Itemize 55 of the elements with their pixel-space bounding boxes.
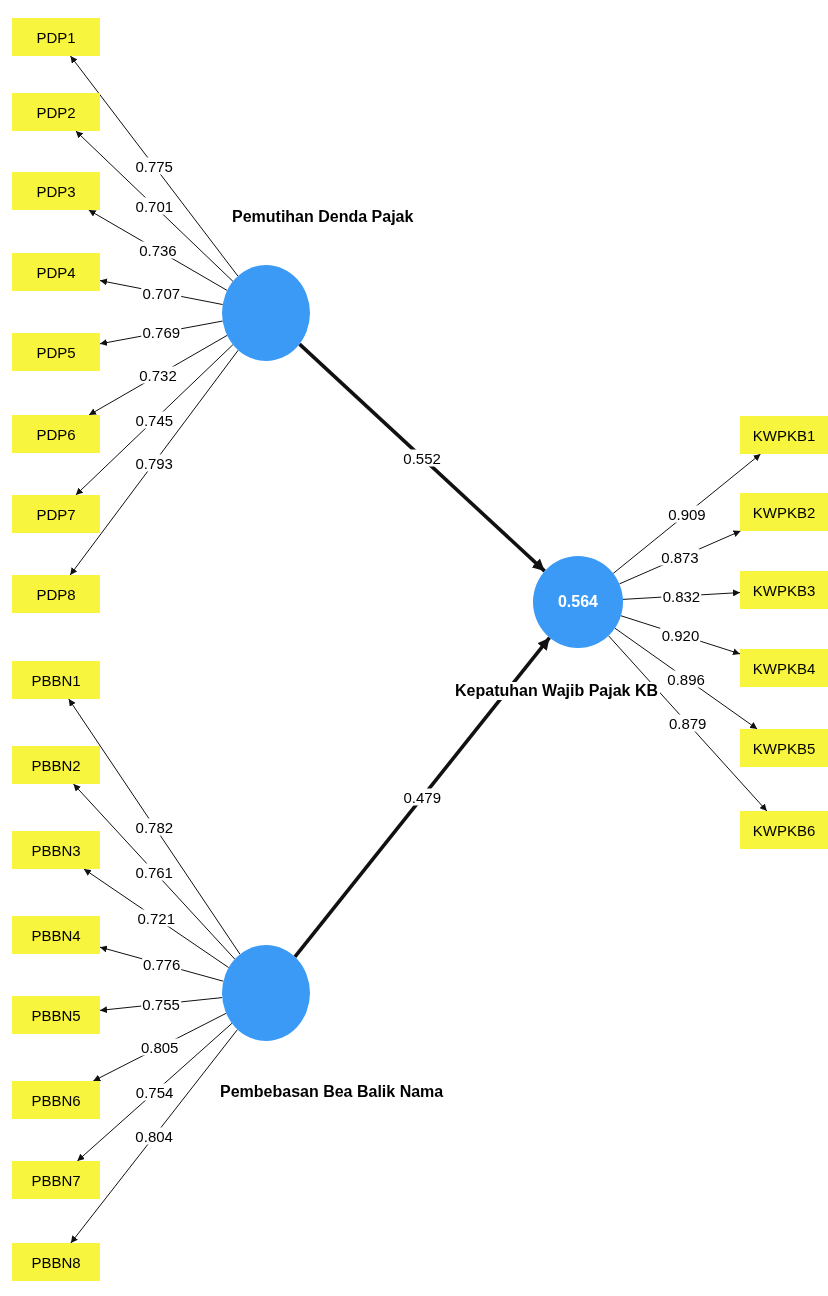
r-squared-value: 0.564 bbox=[557, 593, 598, 611]
edge-label: 0.552 bbox=[402, 449, 442, 467]
indicator-box: PDP3 bbox=[12, 172, 100, 210]
arrow bbox=[76, 1022, 233, 1162]
arrow bbox=[69, 55, 239, 277]
edge-label: 0.775 bbox=[134, 157, 174, 175]
arrow bbox=[68, 698, 241, 955]
edge-label: 0.479 bbox=[402, 788, 442, 806]
arrow bbox=[70, 1029, 238, 1244]
arrow bbox=[75, 344, 234, 496]
edge-label: 0.805 bbox=[139, 1038, 180, 1056]
indicator-box: KWPKB6 bbox=[740, 811, 828, 849]
arrow bbox=[293, 636, 551, 958]
edge-label: 0.793 bbox=[134, 454, 174, 472]
indicator-box: PDP5 bbox=[12, 333, 100, 371]
edge-label: 0.721 bbox=[136, 909, 177, 927]
indicator-box: KWPKB1 bbox=[740, 416, 828, 454]
indicator-box: PBBN8 bbox=[12, 1243, 100, 1281]
edge-label: 0.804 bbox=[134, 1127, 174, 1145]
edge-label: 0.754 bbox=[134, 1083, 175, 1101]
edge-label: 0.701 bbox=[134, 197, 175, 215]
indicator-box: PBBN5 bbox=[12, 996, 100, 1034]
edge-label: 0.782 bbox=[134, 818, 175, 836]
indicator-box: PDP8 bbox=[12, 575, 100, 613]
edge-label: 0.873 bbox=[660, 548, 700, 566]
indicator-box: PBBN6 bbox=[12, 1081, 100, 1119]
indicator-box: PDP4 bbox=[12, 253, 100, 291]
indicator-box: PDP2 bbox=[12, 93, 100, 131]
edge-label: 0.761 bbox=[134, 863, 174, 881]
indicator-box: PDP1 bbox=[12, 18, 100, 56]
edge-label: 0.736 bbox=[138, 241, 178, 259]
edge-label: 0.896 bbox=[666, 670, 706, 688]
indicator-box: PBBN7 bbox=[12, 1161, 100, 1199]
edge-label: 0.745 bbox=[134, 411, 175, 429]
edge-label: 0.909 bbox=[667, 505, 707, 523]
indicator-box: PDP7 bbox=[12, 495, 100, 533]
edge-label: 0.732 bbox=[138, 366, 178, 384]
indicator-box: PBBN4 bbox=[12, 916, 100, 954]
arrow bbox=[73, 783, 236, 960]
arrow bbox=[75, 130, 234, 282]
indicator-box: PBBN3 bbox=[12, 831, 100, 869]
arrow bbox=[298, 342, 546, 573]
indicator-box: KWPKB5 bbox=[740, 729, 828, 767]
indicator-box: KWPKB4 bbox=[740, 649, 828, 687]
arrow bbox=[69, 349, 239, 576]
indicator-box: KWPKB2 bbox=[740, 493, 828, 531]
edge-label: 0.776 bbox=[141, 955, 182, 973]
edge-label: 0.879 bbox=[667, 714, 708, 732]
indicator-box: KWPKB3 bbox=[740, 571, 828, 609]
indicator-box: PBBN1 bbox=[12, 661, 100, 699]
construct-name: Pemutihan Denda Pajak bbox=[230, 208, 416, 226]
indicator-box: PDP6 bbox=[12, 415, 100, 453]
construct-name: Kepatuhan Wajib Pajak KB bbox=[453, 682, 660, 700]
indicator-box: PBBN2 bbox=[12, 746, 100, 784]
edge-label: 0.920 bbox=[660, 626, 701, 644]
